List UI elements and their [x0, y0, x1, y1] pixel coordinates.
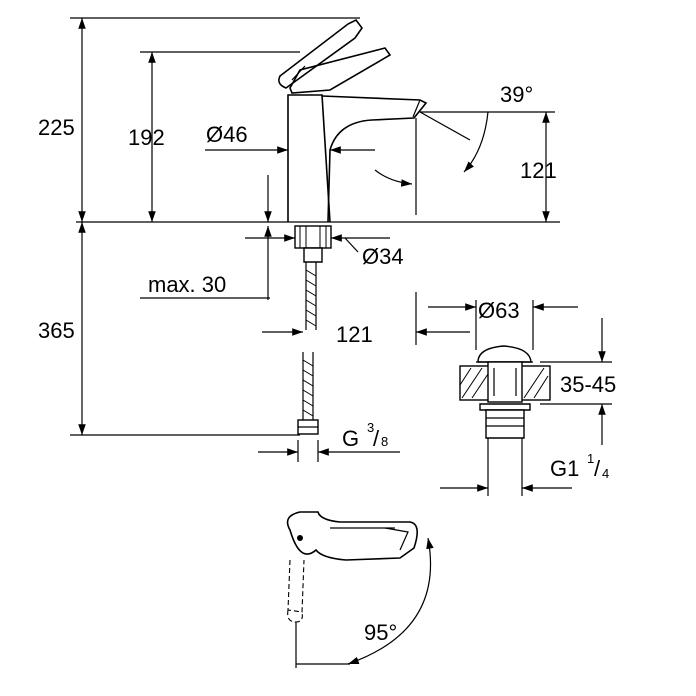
waste-thread-slash: /: [594, 456, 601, 481]
faucet-side-view: [76, 18, 560, 435]
dimension-lines: [70, 17, 555, 462]
dim-121-reach: 121: [336, 322, 373, 347]
dim-diameter-46: Ø46: [206, 122, 248, 147]
dim-max-30: max. 30: [148, 272, 226, 297]
hose-thread-base: G: [342, 426, 359, 451]
hose-thread-slash: /: [373, 426, 380, 451]
hose-thread-num: 3: [367, 420, 374, 435]
dim-angle-39: 39°: [500, 82, 533, 107]
waste-thread-num: 1: [587, 451, 594, 466]
dim-365: 365: [38, 318, 75, 343]
waste-thread-base: G1: [550, 456, 579, 481]
dim-121-height: 121: [520, 158, 557, 183]
dim-angle-95: 95°: [364, 620, 397, 645]
waste-valve: [428, 300, 612, 496]
waste-thread-den: 4: [602, 466, 609, 481]
dim-192: 192: [128, 125, 165, 150]
dim-diameter-34: Ø34: [362, 244, 404, 269]
labels: 225 192 Ø46 39° 121 Ø34 max. 30 365 121 …: [38, 82, 616, 645]
hose-thread-den: 8: [381, 434, 388, 449]
dim-35-45: 35-45: [560, 372, 616, 397]
dim-225: 225: [38, 115, 75, 140]
dim-diameter-63: Ø63: [478, 298, 520, 323]
faucet-top-view: [286, 511, 434, 668]
